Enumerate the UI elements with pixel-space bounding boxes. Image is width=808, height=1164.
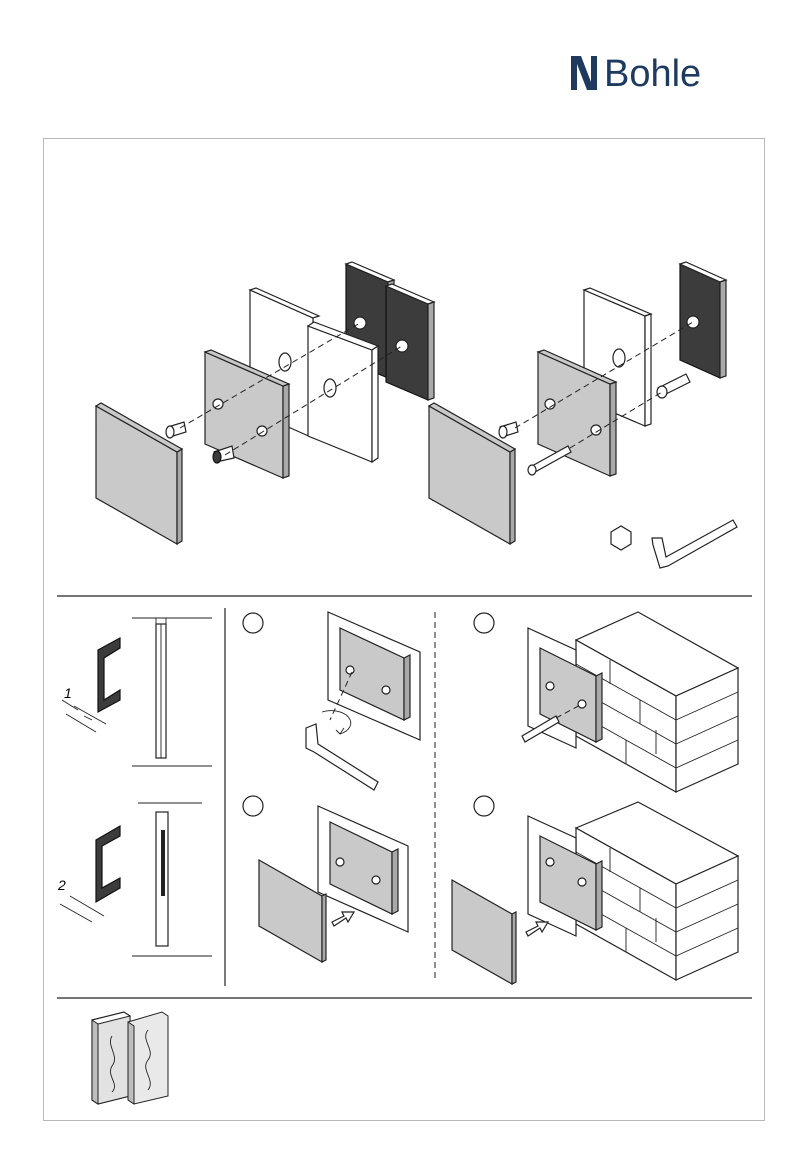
wall-anchor-screw <box>657 374 690 398</box>
cover-cap-right <box>429 403 515 544</box>
allen-key-icon <box>306 724 378 790</box>
step-marker-b <box>243 796 263 816</box>
back-plate-2 <box>386 284 434 400</box>
step-c-wall-mount <box>474 612 738 792</box>
exploded-view-glass-to-wall <box>429 262 737 568</box>
gap-label-2: 2 <box>57 877 66 893</box>
step-marker-a <box>243 613 263 633</box>
push-arrow-icon <box>526 922 548 936</box>
exploded-view-glass-to-glass <box>96 262 434 544</box>
step-marker-c <box>474 613 494 633</box>
cover-cap-left <box>96 403 182 544</box>
gap-detail-2: 2 <box>57 803 212 956</box>
back-plate-3 <box>680 262 726 378</box>
glass-material-icon <box>92 1012 168 1104</box>
long-screw <box>528 446 571 475</box>
gap-detail-1: 1 <box>62 618 212 766</box>
step-d-wall-cover <box>452 796 738 984</box>
step-b-cover <box>243 796 408 962</box>
allen-key-icon <box>652 520 737 568</box>
screw-3 <box>499 422 518 438</box>
gap-label-1: 1 <box>64 685 72 701</box>
step-marker-d <box>474 796 494 816</box>
step-a-tighten <box>243 612 420 790</box>
rotate-arrow-icon <box>322 711 351 734</box>
hex-icon <box>611 526 631 550</box>
glass-pane-right <box>308 322 378 462</box>
screw-1 <box>166 422 186 438</box>
push-arrow-icon <box>332 912 354 926</box>
